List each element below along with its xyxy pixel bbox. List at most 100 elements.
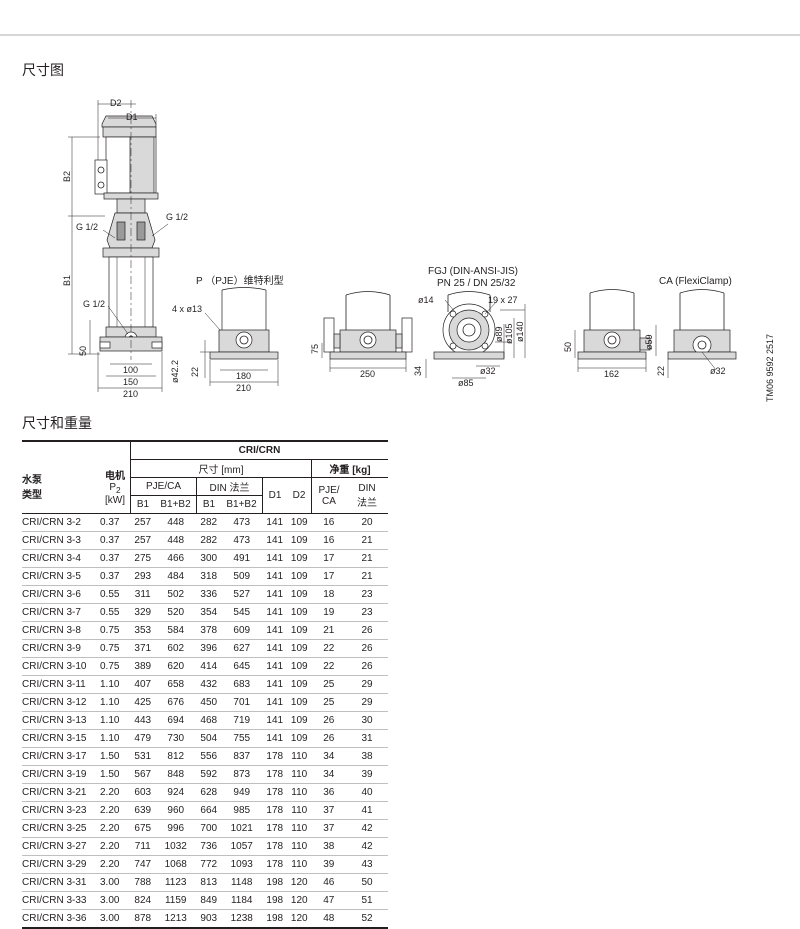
table-cell: 2.20: [100, 801, 131, 820]
table-cell: 2.20: [100, 837, 131, 856]
table-cell: 873: [221, 765, 263, 784]
table-cell: 479: [130, 729, 155, 748]
fgj-250-label: 250: [360, 369, 375, 379]
weight-header: 净重 [kg]: [311, 459, 388, 478]
table-cell: 0.55: [100, 603, 131, 622]
table-cell: CRI/CRN 3-33: [22, 891, 100, 910]
table-cell: 109: [287, 549, 312, 568]
table-cell: 109: [287, 639, 312, 658]
table-cell: 282: [196, 513, 221, 532]
table-cell: 46: [311, 873, 346, 892]
table-cell: 21: [346, 567, 388, 586]
table-cell: 824: [130, 891, 155, 910]
table-cell: 747: [130, 855, 155, 874]
table-cell: 25: [311, 693, 346, 712]
table-cell: 450: [196, 693, 221, 712]
table-cell: 36: [311, 783, 346, 802]
table-cell: 39: [311, 855, 346, 874]
ca-connection-view: CA (FlexiClamp) 50 ø59 22 162 ø32: [563, 276, 737, 379]
table-cell: 1057: [221, 837, 263, 856]
dim-100-label: 100: [123, 365, 138, 375]
table-cell: 1.10: [100, 711, 131, 730]
pje-holes-label: 4 x ø13: [172, 304, 202, 314]
table-cell: 43: [346, 855, 388, 874]
table-cell: 178: [262, 837, 287, 856]
table-cell: CRI/CRN 3-29: [22, 855, 100, 874]
din-flange-header: DIN 法兰: [196, 477, 263, 496]
table-cell: 26: [346, 657, 388, 676]
table-cell: CRI/CRN 3-12: [22, 693, 100, 712]
table-cell: 1093: [221, 855, 263, 874]
table-cell: 38: [311, 837, 346, 856]
ca-50-label: 50: [563, 342, 573, 352]
table-cell: 1.50: [100, 747, 131, 766]
table-cell: 257: [130, 513, 155, 532]
table-cell: 18: [311, 585, 346, 604]
fgj-connection-view: 75 250 FGJ (DIN-ANSI-JIS) PN 25 / DN 25/…: [310, 266, 526, 388]
dim-g-left-label: G 1/2: [76, 222, 98, 232]
table-cell: 545: [221, 603, 263, 622]
table-cell: 23: [346, 603, 388, 622]
table-cell: 178: [262, 783, 287, 802]
table-cell: 311: [130, 585, 155, 604]
col-d2: D2: [292, 490, 306, 501]
table-cell: 141: [262, 621, 287, 640]
table-cell: 1184: [221, 891, 263, 910]
table-cell: 25: [311, 675, 346, 694]
table-cell: 109: [287, 585, 312, 604]
table-cell: 109: [287, 567, 312, 586]
table-cell: 141: [262, 603, 287, 622]
table-cell: 29: [346, 675, 388, 694]
table-cell: 109: [287, 675, 312, 694]
table-cell: 627: [221, 639, 263, 658]
table-cell: 141: [262, 675, 287, 694]
table-cell: 52: [346, 909, 388, 929]
table-cell: 282: [196, 531, 221, 550]
table-cell: 110: [287, 747, 312, 766]
table-cell: 639: [130, 801, 155, 820]
col-weight-pje: PJE/CA: [311, 477, 346, 513]
table-cell: 20: [346, 513, 388, 532]
table-cell: 700: [196, 819, 221, 838]
table-cell: 141: [262, 729, 287, 748]
table-cell: 903: [196, 909, 221, 929]
table-cell: CRI/CRN 3-36: [22, 909, 100, 929]
table-cell: 275: [130, 549, 155, 568]
motor-header: 电机 P2 [kW]: [105, 470, 125, 506]
table-cell: 26: [311, 729, 346, 748]
table-cell: 26: [311, 711, 346, 730]
dim-g-right-label: G 1/2: [166, 212, 188, 222]
table-cell: 109: [287, 711, 312, 730]
table-cell: 29: [346, 693, 388, 712]
table-cell: 110: [287, 819, 312, 838]
table-cell: 16: [311, 531, 346, 550]
table-cell: 448: [155, 513, 197, 532]
table-cell: 432: [196, 675, 221, 694]
table-cell: 198: [262, 909, 287, 929]
table-cell: 592: [196, 765, 221, 784]
table-cell: CRI/CRN 3-2: [22, 513, 100, 532]
table-cell: 21: [311, 621, 346, 640]
table-cell: 353: [130, 621, 155, 640]
table-cell: 42: [346, 837, 388, 856]
table-cell: 109: [287, 531, 312, 550]
table-cell: 694: [155, 711, 197, 730]
table-cell: CRI/CRN 3-3: [22, 531, 100, 550]
table-cell: 664: [196, 801, 221, 820]
table-cell: 1148: [221, 873, 263, 892]
table-cell: 329: [130, 603, 155, 622]
table-cell: 141: [262, 531, 287, 550]
table-cell: CRI/CRN 3-13: [22, 711, 100, 730]
table-cell: 730: [155, 729, 197, 748]
table-cell: 26: [346, 621, 388, 640]
table-cell: 141: [262, 711, 287, 730]
table-cell: 443: [130, 711, 155, 730]
table-cell: 141: [262, 549, 287, 568]
table-cell: 711: [130, 837, 155, 856]
